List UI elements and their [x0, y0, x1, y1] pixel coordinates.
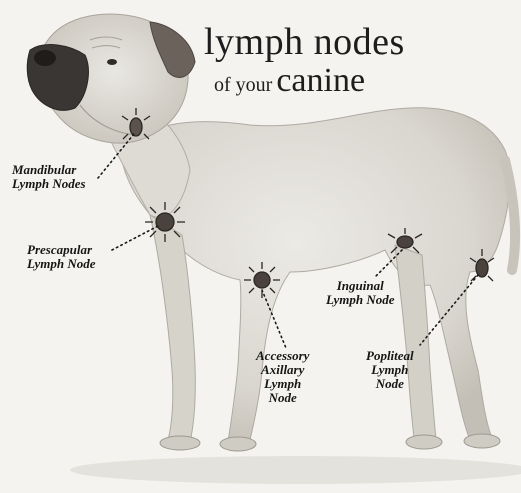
- label-mandibular: Mandibular Lymph Nodes: [12, 163, 86, 191]
- ground-shadow: [70, 456, 521, 484]
- title-lymph-nodes: lymph nodes: [204, 20, 405, 64]
- accessory-axillary-node-marker: [244, 262, 280, 298]
- label-inguinal: Inguinal Lymph Node: [326, 279, 394, 307]
- label-accessory-axillary: Accessory Axillary Lymph Node: [256, 349, 309, 405]
- prescapular-node-marker: [145, 202, 185, 242]
- title-of-your-canine: of your canine: [214, 62, 365, 100]
- eye: [107, 59, 117, 65]
- nose: [34, 50, 56, 66]
- label-popliteal: Popliteal Lymph Node: [366, 349, 414, 391]
- label-prescapular: Prescapular Lymph Node: [27, 243, 95, 271]
- prescapular-leader: [112, 226, 158, 250]
- dog-head: [27, 14, 195, 143]
- title-prefix: of your: [214, 74, 272, 96]
- title-canine: canine: [276, 62, 365, 99]
